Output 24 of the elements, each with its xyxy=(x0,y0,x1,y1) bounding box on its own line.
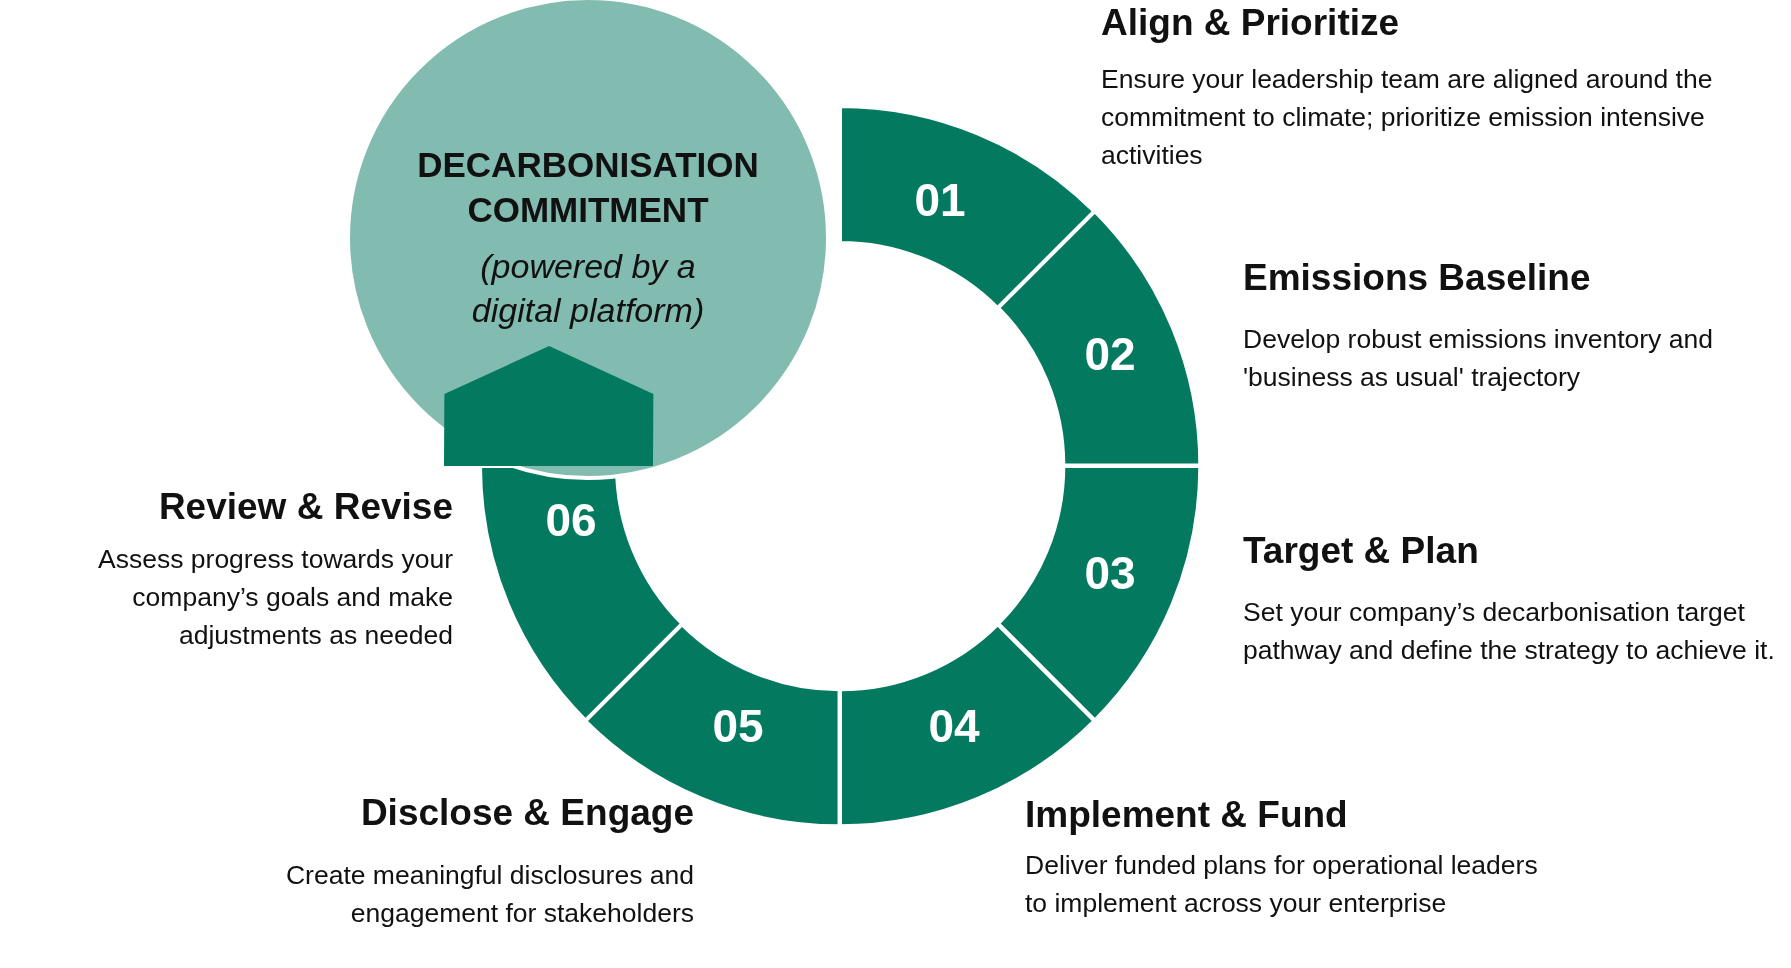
step-description: Create meaningful disclosures and engagement for stakeholders xyxy=(284,859,694,930)
step-number: 03 xyxy=(1084,546,1136,600)
step-description: Develop robust emissions inventory and 'business as usual' trajectory xyxy=(1243,323,1714,394)
ring-segment xyxy=(997,211,1200,466)
step-heading: Disclose & Engage xyxy=(359,791,694,835)
step-number: 06 xyxy=(545,493,597,547)
step-number: 05 xyxy=(712,699,764,753)
step-description: Ensure your leadership team are aligned around the commitment to climate; prioritize emission intensive activities xyxy=(1101,63,1714,172)
block-arrow xyxy=(444,346,654,466)
circle-title: DECARBONISATION COMMITMENT xyxy=(416,144,760,231)
step-description: Deliver funded plans for operational leaders to implement across your enterprise xyxy=(1025,849,1539,920)
step-number: 01 xyxy=(914,173,966,227)
step-heading: Implement & Fund xyxy=(1025,793,1349,837)
step-heading: Align & Prioritize xyxy=(1101,1,1401,45)
step-heading: Emissions Baseline xyxy=(1243,256,1592,300)
ring-segment xyxy=(840,106,1095,309)
ring-segment xyxy=(997,466,1200,721)
step-heading: Review & Revise xyxy=(157,485,453,529)
step-description: Set your company’s decarbonisation target pathway and define the strategy to achieve it. xyxy=(1243,596,1776,667)
step-description: Assess progress towards your company’s goals and make adjustments as needed xyxy=(97,543,453,652)
step-number: 02 xyxy=(1084,327,1136,381)
step-number: 04 xyxy=(928,699,980,753)
step-heading: Target & Plan xyxy=(1243,529,1480,573)
circle-subtitle: (powered by a digital platform) xyxy=(470,246,706,331)
